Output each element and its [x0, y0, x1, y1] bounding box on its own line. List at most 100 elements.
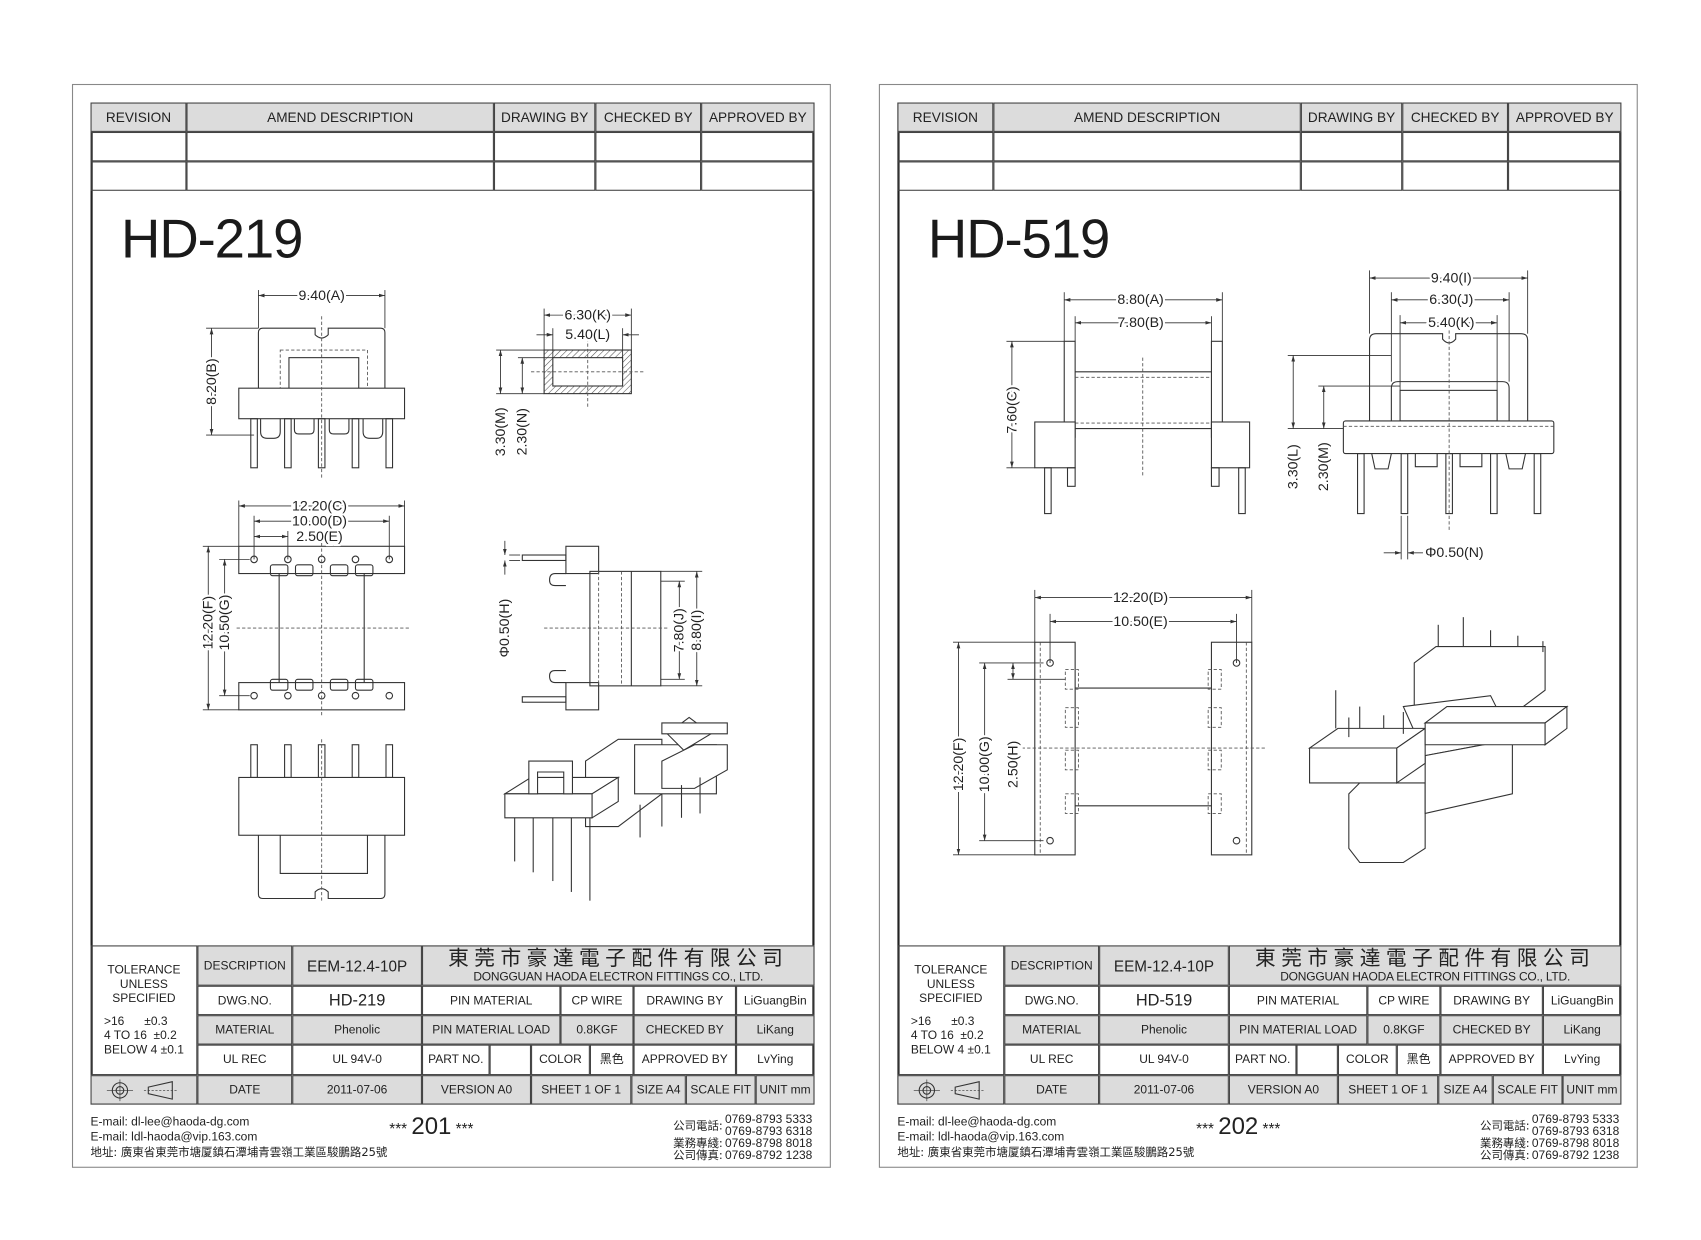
technical-drawing-hd-219: 9.40(A) 8.20(B) 6.30(K) 5.40(L) 3.30(M)	[198, 286, 728, 903]
checked-by-label: CHECKED BY	[633, 1015, 737, 1045]
material-value: Phenolic	[1099, 1015, 1229, 1045]
part-no-value	[1296, 1044, 1338, 1076]
dim-c-label: 7.60(C)	[1004, 386, 1020, 433]
dim-c-label: 12.20(C)	[292, 498, 347, 514]
isometric-view	[502, 716, 728, 901]
header-col-amend-description: AMEND DESCRIPTION	[993, 102, 1301, 132]
dim-f-label: 12.20(F)	[951, 738, 967, 792]
phone-row-business: 業務專綫:0769-8798 8018	[1480, 1138, 1619, 1150]
header-col-checked-by: CHECKED BY	[1402, 102, 1509, 132]
address: 地址: 廣東省東莞市塘厦鎮石潭埔青雲嶺工業區駿鵬路25號	[897, 1146, 1195, 1160]
tolerance-label: TOLERANCE UNLESS SPECIFIED	[914, 963, 988, 1005]
page-stars-right: ***	[1262, 1119, 1281, 1138]
revision-cell	[1300, 131, 1403, 162]
business-label: 業務專綫:	[673, 1137, 723, 1151]
dim-a-label: 9.40(A)	[298, 288, 344, 304]
description-label: DESCRIPTION	[197, 945, 293, 986]
date-value: 2011-07-06	[1099, 1075, 1229, 1105]
drawing-by-value: LiGuangBin	[736, 985, 815, 1016]
revision-cell	[897, 161, 994, 191]
version-value: VERSION A0	[1228, 1075, 1338, 1105]
dim-i-label: 9.40(I)	[1431, 270, 1472, 286]
revision-cell	[701, 131, 815, 162]
side-view: Φ0.50(H) 7.80(J) 8.80(I)	[495, 540, 707, 711]
dim-e-label: 2.50(E)	[296, 529, 342, 545]
sheet-value: SHEET 1 OF 1	[531, 1075, 632, 1105]
pin-load-label: PIN MATERIAL LOAD	[1228, 1015, 1368, 1045]
dim-m-label: 2.30(M)	[1316, 442, 1332, 491]
revision-cell	[90, 161, 187, 191]
email-2: E-mail: ldl-haoda@vip.163.com	[90, 1130, 258, 1144]
revision-cell	[90, 131, 187, 162]
phone-row-fax: 公司傳真:0769-8792 1238	[1480, 1150, 1619, 1162]
ul-label: UL REC	[1004, 1044, 1100, 1076]
ul-value: UL 94V-0	[292, 1044, 422, 1076]
sheet-value: SHEET 1 OF 1	[1337, 1075, 1439, 1105]
dim-b-label: 7.80(B)	[1117, 315, 1163, 331]
phone-value: 0769-8793 6318	[1531, 1125, 1620, 1139]
dim-l-label: 5.40(L)	[565, 327, 610, 343]
tolerance-row: BELOW 4 ±0.1	[910, 1042, 991, 1057]
pin-material-label: PIN MATERIAL	[1228, 985, 1368, 1016]
business-label: 業務專綫:	[1480, 1137, 1530, 1151]
revision-cell	[1300, 161, 1403, 191]
dim-j-label: 7.80(J)	[672, 608, 688, 652]
size-value: SIZE A4	[631, 1075, 686, 1105]
dim-n-label: Φ0.50(N)	[1425, 545, 1483, 561]
phone-row-business: 業務專綫:0769-8798 8018	[673, 1138, 812, 1150]
approved-by-value: LvYing	[1542, 1044, 1622, 1076]
company-name-english: DONGGUAN HAODA ELECTRON FITTINGS CO., LT…	[473, 970, 764, 984]
drawing-number-title: HD-519	[927, 208, 1110, 270]
business-value: 0769-8798 8018	[724, 1137, 813, 1151]
dim-h-label: Φ0.50(H)	[497, 599, 513, 658]
first-angle-projection-icon	[897, 1075, 1005, 1105]
revision-cell	[993, 131, 1301, 162]
approved-by-value: LvYing	[736, 1044, 815, 1076]
header-col-drawing-by: DRAWING BY	[1300, 102, 1403, 132]
color-value: 黑色	[1396, 1044, 1441, 1076]
dim-k-label: 6.30(K)	[565, 307, 611, 323]
pin-load-value: 0.8KGF	[560, 1015, 634, 1045]
dim-m-label: 3.30(M)	[493, 407, 509, 456]
revision-cell	[1508, 161, 1622, 191]
tolerance-row: 4 TO 16 ±0.2	[910, 1028, 984, 1042]
material-label: MATERIAL	[197, 1015, 293, 1045]
description-label: DESCRIPTION	[1004, 945, 1100, 986]
unit-value: UNIT mm	[1562, 1075, 1622, 1105]
company-name-chinese: 東莞市豪達電子配件有限公司	[1255, 946, 1596, 971]
revision-cell	[897, 131, 994, 162]
ul-value: UL 94V-0	[1099, 1044, 1229, 1076]
revision-cell	[595, 161, 702, 191]
dim-b-label: 8.20(B)	[204, 358, 220, 404]
revision-cell	[1402, 131, 1509, 162]
tolerance-row: >16 ±0.3	[103, 1014, 168, 1028]
page-number: *** 201 ***	[389, 1112, 473, 1140]
dim-l-label: 3.30(L)	[1286, 444, 1302, 489]
part-no-label: PART NO.	[421, 1044, 490, 1076]
dim-d-label: 10.00(D)	[292, 514, 347, 530]
scale-value: SCALE FIT	[685, 1075, 756, 1105]
header-col-drawing-by: DRAWING BY	[493, 102, 596, 132]
approved-by-label: APPROVED BY	[633, 1044, 737, 1076]
drawing-sheet-hd-219: 9.40(A) 8.20(B) 6.30(K) 5.40(L) 3.30(M)	[71, 83, 831, 1168]
drawing-number-title: HD-219	[121, 208, 303, 270]
color-value: 黑色	[589, 1044, 634, 1076]
dim-k-label: 5.40(K)	[1428, 315, 1474, 331]
color-label: COLOR	[1337, 1044, 1397, 1076]
header-col-checked-by: CHECKED BY	[595, 102, 702, 132]
company-name-english: DONGGUAN HAODA ELECTRON FITTINGS CO., LT…	[1280, 970, 1571, 984]
tolerance-label: TOLERANCE UNLESS SPECIFIED	[107, 963, 181, 1005]
section-view: 6.30(K) 5.40(L) 3.30(M) 2.30(N)	[491, 305, 646, 458]
page-number: *** 202 ***	[1196, 1112, 1280, 1140]
dim-g-label: 10.50(G)	[217, 595, 233, 651]
company-name-chinese: 東莞市豪達電子配件有限公司	[448, 946, 789, 971]
email-1: E-mail: dl-lee@haoda-dg.com	[90, 1115, 250, 1129]
